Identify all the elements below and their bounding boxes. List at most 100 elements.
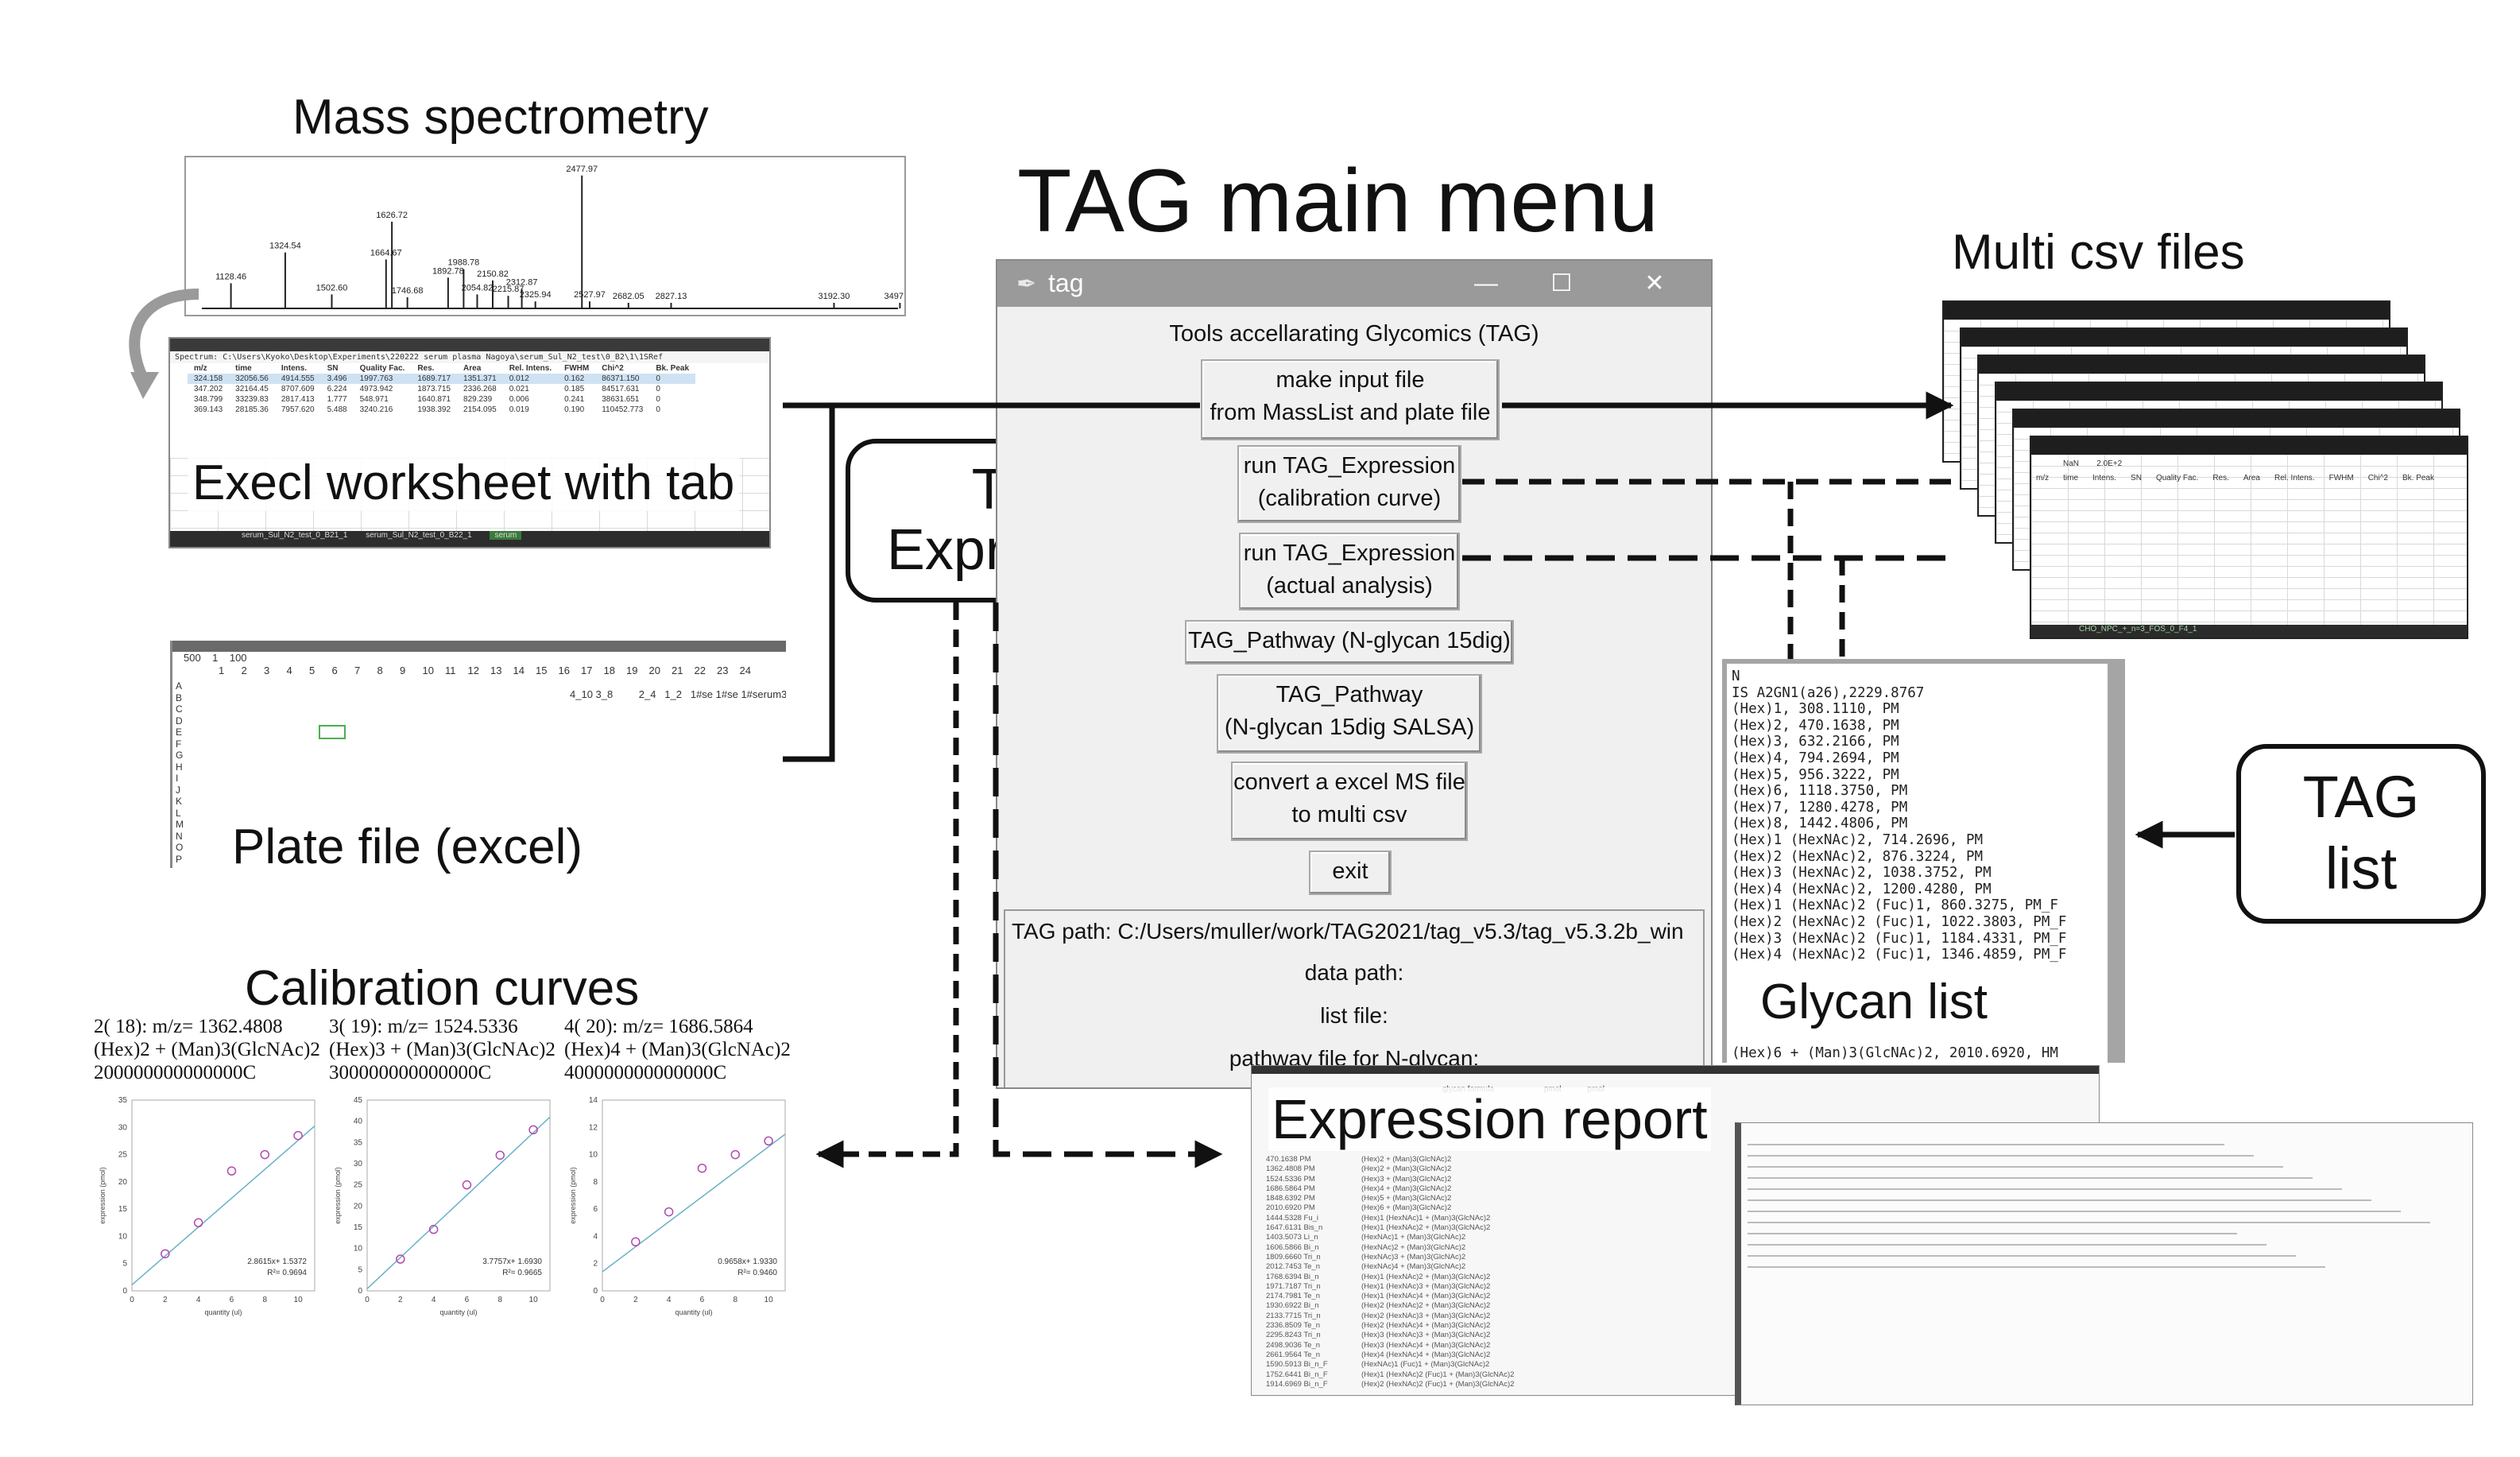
excel-cell[interactable]: 4914.555 — [281, 374, 315, 383]
excel-cell[interactable]: 38631.651 — [602, 395, 640, 404]
excel-cell[interactable]: 5.488 — [327, 405, 347, 414]
spectrum-peak-label: 1664.67 — [370, 248, 402, 258]
excel-cell[interactable]: 32056.56 — [235, 374, 269, 383]
excel-cell[interactable]: 1873.715 — [417, 385, 451, 393]
exit-button[interactable]: exit — [1309, 851, 1392, 895]
run-actual-analysis-button[interactable]: run TAG_Expression(actual analysis) — [1239, 533, 1460, 610]
excel-cell[interactable]: 0 — [656, 374, 660, 383]
excel-cell[interactable]: 28185.36 — [235, 405, 269, 414]
excel-cell[interactable]: 1351.371 — [463, 374, 497, 383]
excel-cell[interactable]: 1938.392 — [417, 405, 451, 414]
spectrum-peak-label: 1746.68 — [392, 286, 424, 296]
excel-cell[interactable]: 1997.763 — [359, 374, 393, 383]
calibration-title: 2( 18): m/z= 1362.4808 — [94, 1016, 283, 1037]
plate-col-label: 11 — [445, 665, 456, 676]
plate-selected-cell[interactable] — [319, 725, 346, 739]
excel-cell[interactable]: 324.158 — [194, 374, 223, 383]
excel-cell[interactable]: 0.185 — [564, 385, 585, 393]
plate-col-label: 9 — [400, 665, 406, 676]
excel-cell[interactable]: 32164.45 — [235, 385, 269, 393]
excel-cell[interactable]: 8707.609 — [281, 385, 315, 393]
excel-tab-1[interactable]: serum_Sul_N2_test_0_B21_1 — [242, 531, 348, 540]
excel-cell[interactable]: 829.239 — [463, 395, 493, 404]
excel-cell[interactable]: 1689.717 — [417, 374, 451, 383]
spectrum-peak-label: 1892.78 — [432, 266, 464, 276]
excel-cell[interactable]: 2336.268 — [463, 385, 497, 393]
csv-value: 2.0E+2 — [2096, 459, 2123, 468]
plate-row-label: D — [176, 715, 183, 727]
minimize-icon[interactable]: — — [1474, 270, 1498, 296]
excel-cell[interactable]: 347.202 — [194, 385, 223, 393]
report-row: 2295.8243 Tri_n(Hex)3 (HexNAc)3 + (Man)3… — [1266, 1331, 1514, 1340]
report-row: 1403.5073 Li_n(HexNAc)1 + (Man)3(GlcNAc)… — [1266, 1233, 1514, 1242]
excel-cell[interactable]: 0.162 — [564, 374, 585, 383]
excel-cell[interactable]: 86371.150 — [602, 374, 640, 383]
x-axis-label: quantity (ul) — [204, 1308, 242, 1316]
excel-cell[interactable]: 3.496 — [327, 374, 347, 383]
data-point — [730, 1149, 741, 1160]
glycan-entry: (Hex)7, 1280.4278, PM — [1732, 799, 1908, 816]
excel-cell[interactable]: 6.224 — [327, 385, 347, 393]
csv-sheet-tab[interactable]: CHO_NPC_+_n=3_FOS_0_F4_1 — [2031, 625, 2467, 637]
report-row: 1768.6394 Bi_n(Hex)1 (HexNAc)2 + (Man)3(… — [1266, 1273, 1514, 1282]
y-tick-label: 20 — [118, 1178, 128, 1187]
excel-cell[interactable]: 0.012 — [509, 374, 529, 383]
y-tick-label: 0 — [593, 1287, 598, 1296]
excel-cell[interactable]: 33239.83 — [235, 395, 269, 404]
report-detail-line — [1748, 1177, 2313, 1179]
excel-cell[interactable]: 7957.620 — [281, 405, 315, 414]
x-tick-label: 10 — [294, 1296, 304, 1304]
report-detail-line — [1748, 1199, 2371, 1201]
spectrum-peak-label: 3497.33 — [885, 292, 904, 301]
excel-cell[interactable]: 110452.773 — [602, 405, 644, 414]
spectrum-peak-label: 1324.54 — [269, 242, 301, 251]
plate-col-label: 16 — [558, 665, 570, 676]
excel-cell[interactable]: 0 — [656, 385, 660, 393]
excel-tab-2[interactable]: serum_Sul_N2_test_0_B22_1 — [366, 531, 472, 540]
excel-cell[interactable]: 0.021 — [509, 385, 529, 393]
excel-tab-3[interactable]: serum — [490, 531, 522, 540]
excel-cell[interactable]: 348.799 — [194, 395, 223, 404]
x-tick-label: 0 — [130, 1296, 134, 1304]
run-calibration-button[interactable]: run TAG_Expression(calibration curve) — [1237, 445, 1461, 523]
x-tick-label: 4 — [667, 1296, 672, 1304]
plate-row-label: N — [176, 830, 183, 842]
report-mz: 1971.7187 Tri_n — [1266, 1281, 1321, 1291]
expression-report-detail-panel — [1735, 1122, 2473, 1405]
plate-col-label: 22 — [694, 665, 706, 676]
maximize-icon[interactable]: ☐ — [1550, 270, 1573, 296]
excel-cell[interactable]: 3240.216 — [359, 405, 393, 414]
report-detail-line — [1748, 1266, 2325, 1268]
mass-spec-label: Mass spectrometry — [292, 90, 709, 145]
close-icon[interactable]: ✕ — [1644, 270, 1665, 296]
excel-cell[interactable]: 1.777 — [327, 395, 347, 404]
report-row: 2012.7453 Te_n(HexNAc)4 + (Man)3(GlcNAc)… — [1266, 1262, 1514, 1272]
report-mz: 2295.8243 Tri_n — [1266, 1331, 1321, 1340]
excel-cell[interactable]: 84517.631 — [602, 385, 640, 393]
excel-cell[interactable]: 0 — [656, 395, 660, 404]
excel-cell[interactable]: 0 — [656, 405, 660, 414]
calibration-curves-label: Calibration curves — [245, 961, 640, 1016]
excel-cell[interactable]: 548.971 — [359, 395, 389, 404]
excel-cell[interactable]: 369.143 — [194, 405, 223, 414]
excel-cell[interactable]: 0.006 — [509, 395, 529, 404]
report-row: 1362.4808 PM(Hex)2 + (Man)3(GlcNAc)2 — [1266, 1164, 1514, 1174]
report-mz: 2336.8509 Te_n — [1266, 1321, 1320, 1331]
pathway-15dig-button[interactable]: TAG_Pathway (N-glycan 15dig) — [1185, 620, 1514, 665]
excel-cell[interactable]: 4973.942 — [359, 385, 393, 393]
report-row: 1606.5866 Bi_n(HexNAc)2 + (Man)3(GlcNAc)… — [1266, 1243, 1514, 1253]
pathway-salsa-button[interactable]: TAG_Pathway(N-glycan 15dig SALSA) — [1217, 674, 1482, 754]
excel-cell[interactable]: 0.241 — [564, 395, 585, 404]
excel-cell[interactable]: 2817.413 — [281, 395, 315, 404]
y-tick-label: 35 — [354, 1138, 363, 1147]
trend-r2: R²= 0.9665 — [502, 1269, 542, 1277]
plate-col-label: 24 — [739, 665, 751, 676]
excel-cell[interactable]: 0.190 — [564, 405, 585, 414]
excel-cell[interactable]: 0.019 — [509, 405, 529, 414]
excel-cell[interactable]: 2154.095 — [463, 405, 497, 414]
report-mz: 1606.5866 Bi_n — [1266, 1242, 1319, 1252]
excel-cell[interactable]: 1640.871 — [417, 395, 451, 404]
csv-col-header: Bk. Peak — [2402, 474, 2434, 482]
